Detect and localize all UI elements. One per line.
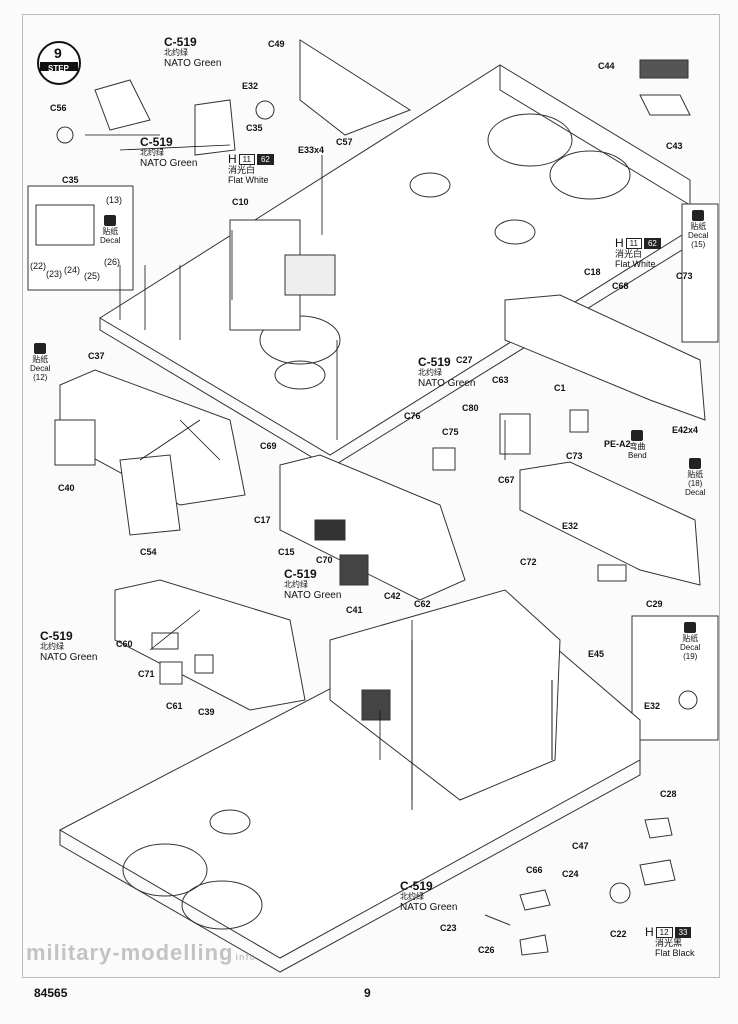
decal-number: (25)	[84, 271, 101, 281]
part-label: C1	[554, 383, 566, 393]
part-label: C40	[58, 483, 75, 493]
decal-number: (23)	[46, 269, 63, 279]
part-label: C66	[526, 865, 543, 875]
part-label: PE-A2	[604, 439, 631, 449]
page-frame	[22, 14, 720, 978]
part-label: C47	[572, 841, 589, 851]
part-label: C73	[676, 271, 693, 281]
part-label: E32	[242, 81, 259, 91]
part-label: C61	[166, 701, 183, 711]
part-label: C18	[584, 267, 601, 277]
part-label: C71	[138, 669, 155, 679]
part-label: C54	[140, 547, 157, 557]
part-label: E33x4	[298, 145, 325, 155]
kit-number: 84565	[34, 986, 68, 1000]
part-label: C24	[562, 869, 579, 879]
part-label: C80	[462, 403, 479, 413]
part-label: C75	[442, 427, 459, 437]
part-label: C43	[666, 141, 683, 151]
page-number: 9	[364, 986, 371, 1000]
part-label: C27	[456, 355, 473, 365]
part-label: C57	[336, 137, 353, 147]
part-label: C26	[478, 945, 495, 955]
decal-number: (24)	[64, 265, 81, 275]
part-label: C73	[566, 451, 583, 461]
part-label: C60	[116, 639, 133, 649]
part-label: C29	[646, 599, 663, 609]
decal-number: (13)	[106, 195, 123, 205]
part-label: C62	[414, 599, 431, 609]
part-label: C39	[198, 707, 215, 717]
part-label: C17	[254, 515, 271, 525]
part-label: C35	[62, 175, 79, 185]
part-label: C67	[498, 475, 515, 485]
part-label: C23	[440, 923, 457, 933]
part-label: C70	[316, 555, 333, 565]
decal-number: (26)	[104, 257, 121, 267]
part-label: C68	[612, 281, 629, 291]
part-label: C49	[268, 39, 285, 49]
part-label: E32	[562, 521, 579, 531]
step-tag: STEP	[48, 64, 69, 73]
part-label: E32	[644, 701, 661, 711]
part-label: C28	[660, 789, 677, 799]
part-label: C35	[246, 123, 263, 133]
part-label: C63	[492, 375, 509, 385]
part-label: C42	[384, 591, 401, 601]
part-label: C41	[346, 605, 363, 615]
part-label: C76	[404, 411, 421, 421]
decal-marker: 贴纸(18)Decal	[685, 458, 705, 497]
step-number: 9	[54, 45, 62, 61]
part-label: E45	[588, 649, 605, 659]
decal-number: (22)	[30, 261, 47, 271]
part-label: C15	[278, 547, 295, 557]
part-label: C22	[610, 929, 627, 939]
step-badge	[37, 41, 81, 85]
part-label: C44	[598, 61, 615, 71]
part-label: E42x4	[672, 425, 699, 435]
part-label: C10	[232, 197, 249, 207]
part-label: C37	[88, 351, 105, 361]
part-label: C69	[260, 441, 277, 451]
part-label: C72	[520, 557, 537, 567]
part-label: C56	[50, 103, 67, 113]
